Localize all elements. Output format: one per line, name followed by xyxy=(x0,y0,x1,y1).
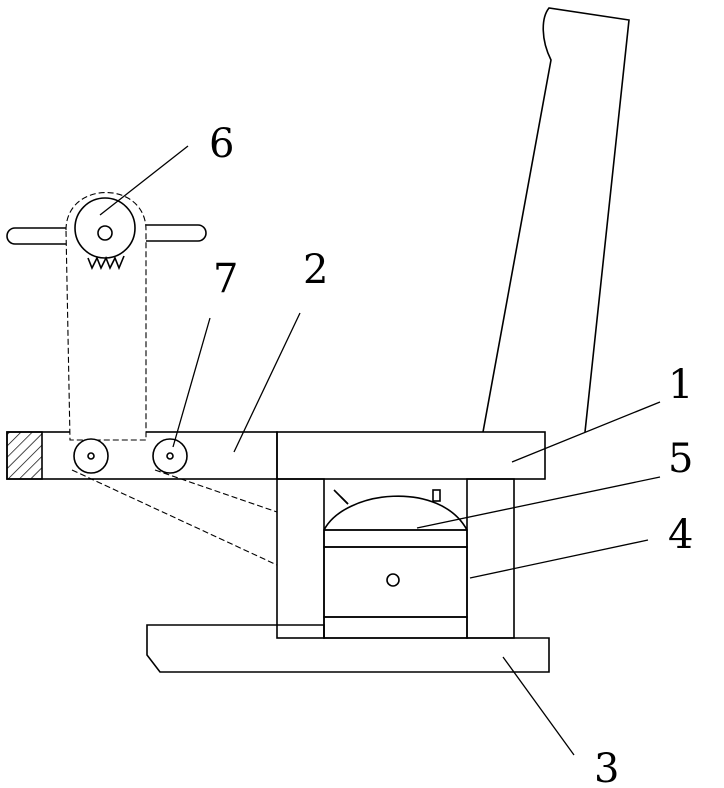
left-leg xyxy=(277,479,324,638)
label-5: 5 xyxy=(668,436,693,482)
label-2: 2 xyxy=(303,247,328,293)
leader-line-2 xyxy=(234,313,300,452)
small-sprocket-left xyxy=(74,439,108,473)
small-sprocket-right xyxy=(153,439,187,473)
rocker-base xyxy=(147,625,549,672)
chain-lower-inner xyxy=(155,470,277,512)
right-leg xyxy=(467,479,514,638)
backrest xyxy=(483,8,629,432)
hatched-end-block xyxy=(7,432,42,479)
label-4: 4 xyxy=(668,512,693,558)
label-1: 1 xyxy=(668,362,693,408)
chain-lower-outer xyxy=(72,470,277,565)
leader-line-7 xyxy=(173,318,210,447)
leader-line-5 xyxy=(417,477,660,528)
motor-housing xyxy=(324,490,467,638)
leader-line-4 xyxy=(470,540,648,578)
seat-platform xyxy=(277,432,545,479)
leader-line-6 xyxy=(100,146,188,215)
label-6: 6 xyxy=(209,121,234,167)
label-7: 7 xyxy=(213,256,238,302)
label-3: 3 xyxy=(594,746,619,788)
